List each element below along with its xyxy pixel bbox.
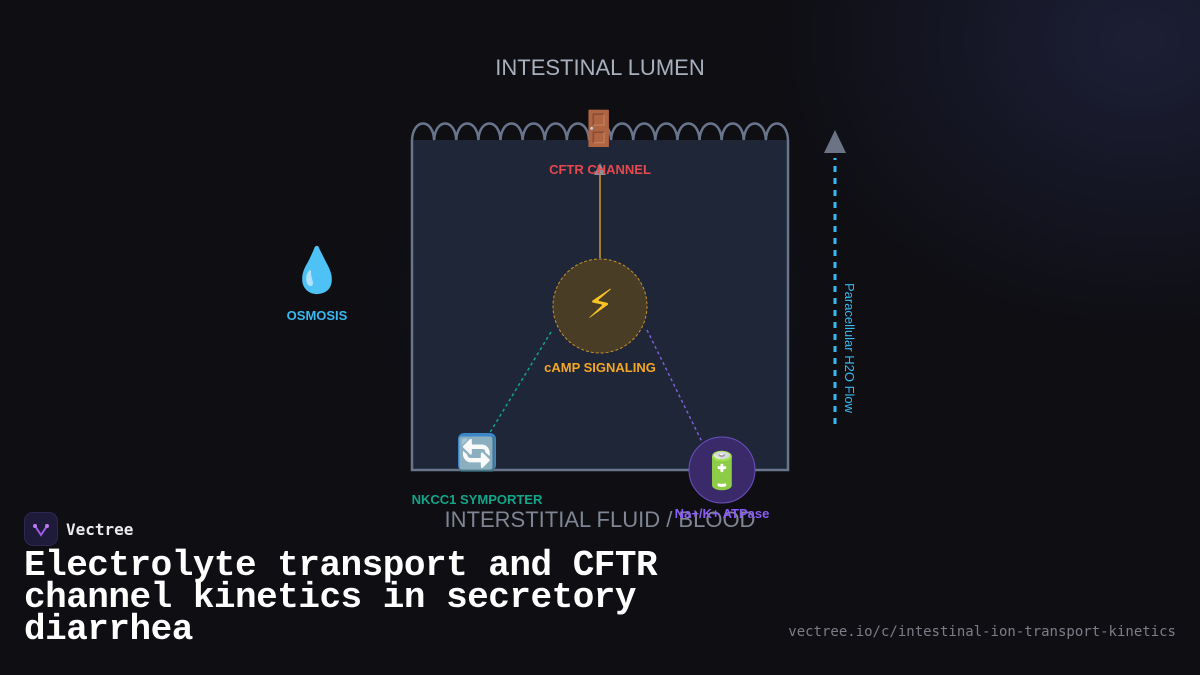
arrows-cycle-icon: 🔄 (457, 435, 497, 473)
interstitial-label: INTERSTITIAL FLUID / BLOOD (445, 507, 756, 532)
brand-name: Vectree (66, 519, 134, 539)
flow-arrowhead (824, 130, 846, 153)
cftr-link-arrowhead (594, 163, 606, 175)
camp-label: cAMP SIGNALING (544, 360, 656, 375)
door-icon: 🚪 (578, 109, 620, 149)
camp-nkcc1-link (482, 331, 552, 445)
cftr-label: CFTR CHANNEL (549, 162, 651, 177)
brand: Vectree (24, 512, 133, 546)
microvilli-border (410, 122, 790, 141)
lightning-icon: ⚡ (586, 282, 614, 328)
camp-node (552, 258, 648, 354)
vectree-logo-icon (24, 512, 58, 546)
page-title: Electrolyte transport and CFTR channel k… (24, 545, 658, 650)
osmosis-label: OSMOSIS (287, 308, 348, 323)
atpase-label: Na+/K+ ATPase (675, 506, 770, 521)
nkcc1-label: NKCC1 SYMPORTER (412, 492, 543, 507)
atpase-node (688, 436, 756, 504)
water-drop-icon: 💧 (290, 245, 345, 296)
source-url: vectree.io/c/intestinal-ion-transport-ki… (788, 624, 1176, 640)
lumen-label: INTESTINAL LUMEN (495, 55, 704, 80)
camp-atpase-link (646, 329, 706, 449)
battery-icon: 🔋 (700, 450, 745, 492)
nkcc1-icon-bg (458, 433, 496, 471)
paracellular-flow-label: Paracellular H2O Flow (842, 283, 857, 414)
